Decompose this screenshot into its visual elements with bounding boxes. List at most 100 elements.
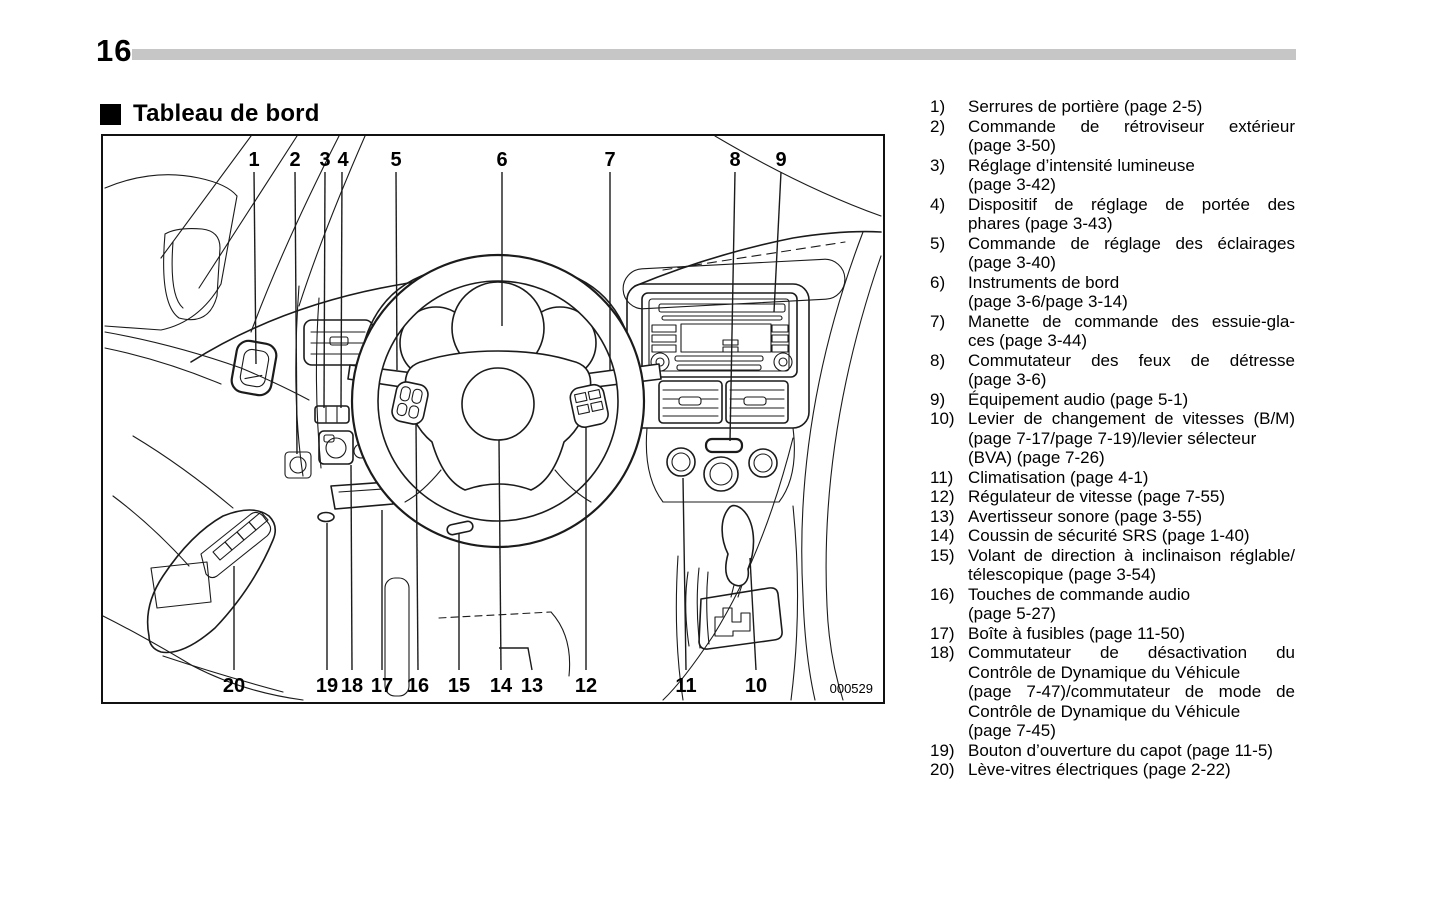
legend-item-line: ces (page 3-44) xyxy=(968,331,1088,350)
legend-item-text: Commutateur des feux de détresse(page 3-… xyxy=(968,351,1295,390)
climate-control-knobs xyxy=(666,447,778,492)
legend-item-number: 19) xyxy=(930,740,955,760)
legend-item-number: 7) xyxy=(930,311,946,331)
legend-item-number: 14) xyxy=(930,526,955,545)
legend-item-number: 15) xyxy=(930,545,955,565)
gear-shifter xyxy=(675,504,799,701)
legend-item-text: Levier de changement de vitesses (B/M)(p… xyxy=(968,409,1295,468)
legend-item-number: 18) xyxy=(930,643,955,662)
legend-item: 8)Commutateur des feux de détresse(page … xyxy=(930,351,1298,390)
legend-item-line: Instruments de bord xyxy=(968,272,1120,292)
legend-item-text: Équipement audio (page 5-1) xyxy=(968,390,1295,410)
legend-item-text: Manette de commande des essuie-gla-ces (… xyxy=(968,312,1295,351)
callout-bottom-20: 20 xyxy=(223,675,245,697)
header-rule xyxy=(132,49,1296,60)
legend-item-line: Commande de rétroviseur extérieur xyxy=(968,116,1295,136)
legend-item-line: Touches de commande audio xyxy=(968,584,1191,604)
dashboard-figure: 1 2 3 4 5 6 7 8 9 20 19 18 17 16 15 14 1… xyxy=(101,134,885,704)
dashboard-top-edge xyxy=(190,230,882,701)
callout-bottom-14: 14 xyxy=(490,675,513,697)
legend-item-text: Commande de réglage des éclairages(page … xyxy=(968,234,1295,273)
legend-item-number: 20) xyxy=(930,760,955,779)
cd-slot xyxy=(658,303,786,313)
callout-bottom-13: 13 xyxy=(521,675,543,697)
callout-bottom-10: 10 xyxy=(745,675,767,697)
callout-bottom-17: 17 xyxy=(371,675,393,697)
door-handle xyxy=(230,339,278,397)
airbag-cover xyxy=(461,367,535,441)
legend-item-line: Boîte à fusibles (page 11-50) xyxy=(968,623,1186,643)
legend-item-line: Coussin de sécurité SRS (page 1-40) xyxy=(968,526,1250,545)
legend-item-line: Serrures de portière (page 2-5) xyxy=(968,97,1203,116)
legend-item-line: (page 3-50) xyxy=(968,136,1056,155)
legend-item-line: Réglage d’intensité lumineuse xyxy=(968,155,1195,175)
vdc-off-switch xyxy=(318,430,354,465)
audio-remote-buttons xyxy=(391,381,429,425)
legend-item-line: Manette de commande des essuie-gla- xyxy=(968,311,1295,331)
window-switch-panel xyxy=(200,511,272,579)
legend-item-line: Équipement audio (page 5-1) xyxy=(968,389,1189,409)
legend-item-number: 2) xyxy=(930,116,946,136)
legend-item-text: Boîte à fusibles (page 11-50) xyxy=(968,624,1295,644)
callout-top-8: 8 xyxy=(729,149,740,171)
top-callouts: 1 2 3 4 5 6 7 8 9 xyxy=(248,149,786,171)
legend-item-number: 12) xyxy=(930,487,955,506)
legend-item-line: Dispositif de réglage de portée des xyxy=(968,194,1295,214)
legend-item-text: Instruments de bord(page 3-6/page 3-14) xyxy=(968,273,1295,312)
legend-item-text: Bouton d’ouverture du capot (page 11-5) xyxy=(968,741,1295,761)
page-number: 16 xyxy=(96,33,133,68)
legend-item: 15) Volant de direction à inclinaison rég… xyxy=(930,546,1298,585)
legend-item: 10)Levier de changement de vitesses (B/M… xyxy=(930,409,1298,468)
legend-item-line: (page 7-17/page 7-19)/levier sélecteur xyxy=(968,428,1257,448)
a-pillar-lines xyxy=(160,135,882,333)
legend-item: 19) Bouton d’ouverture du capot (page 11-… xyxy=(930,741,1298,761)
leader-lines xyxy=(233,171,782,671)
section-heading: Tableau de bord xyxy=(100,100,320,128)
legend-item-text: Réglage d’intensité lumineuse(page 3-42) xyxy=(968,156,1295,195)
legend-item-line: (BVA) (page 7-26) xyxy=(968,448,1105,467)
legend-item-line: Levier de changement de vitesses (B/M) xyxy=(968,409,1295,428)
legend-item-text: Serrures de portière (page 2-5) xyxy=(968,97,1295,117)
legend-item-number: 13) xyxy=(930,506,955,526)
callout-bottom-12: 12 xyxy=(575,675,597,697)
legend-item-number: 5) xyxy=(930,233,946,253)
knee-panel xyxy=(384,577,410,697)
callout-bottom-19: 19 xyxy=(316,675,338,697)
seat-edge-dashed xyxy=(438,611,552,619)
section-title: Tableau de bord xyxy=(133,100,320,127)
legend-item-number: 11) xyxy=(930,467,954,487)
legend-item: 12) Régulateur de vitesse (page 7-55) xyxy=(930,487,1298,507)
legend-item-line: Commutateur de désactivation du xyxy=(968,643,1295,662)
legend-item-text: Lève-vitres électriques (page 2-22) xyxy=(968,760,1295,780)
legend-item-text: Volant de direction à inclinaison réglab… xyxy=(968,546,1295,585)
legend-item-line: Volant de direction à inclinaison réglab… xyxy=(968,545,1295,565)
legend-item-text: Commande de rétroviseur extérieur(page 3… xyxy=(968,117,1295,156)
legend-item-number: 6) xyxy=(930,272,946,292)
legend-item-line: (page 3-42) xyxy=(968,175,1056,194)
callout-top-4: 4 xyxy=(337,149,349,171)
figure-code: 000529 xyxy=(830,681,873,696)
legend-item-line: Climatisation (page 4-1) xyxy=(968,467,1149,487)
section-square-icon xyxy=(100,103,121,125)
legend-item: 3)Réglage d’intensité lumineuse(page 3-4… xyxy=(930,156,1298,195)
legend-item: 6) Instruments de bord(page 3-6/page 3-14… xyxy=(930,273,1298,312)
legend-item-line: Bouton d’ouverture du capot (page 11-5) xyxy=(968,740,1273,760)
shift-knob xyxy=(721,504,755,587)
hazard-switch xyxy=(704,437,744,454)
handbrake-boot xyxy=(685,567,710,649)
legend-item-line: Contrôle de Dynamique du Véhicule xyxy=(968,701,1241,721)
callout-top-7: 7 xyxy=(604,149,615,171)
legend-item: 13)Avertisseur sonore (page 3-55) xyxy=(930,507,1298,527)
legend-item-line: Régulateur de vitesse (page 7-55) xyxy=(968,487,1226,506)
legend-item-text: Touches de commande audio(page 5-27) xyxy=(968,585,1295,624)
legend-item-line: Commutateur des feux de détresse xyxy=(968,350,1295,370)
callout-top-2: 2 xyxy=(289,149,300,171)
legend-item: 18) Commutateur de désactivation du Contrô… xyxy=(930,643,1298,741)
legend-item-line: télescopique (page 3-54) xyxy=(968,565,1157,584)
legend-item-line: (page 7-47)/commutateur de mode de xyxy=(968,682,1295,701)
callout-bottom-11: 11 xyxy=(675,675,696,697)
legend-item: 1)Serrures de portière (page 2-5) xyxy=(930,97,1298,117)
legend-item: 2) Commande de rétroviseur extérieur(page… xyxy=(930,117,1298,156)
